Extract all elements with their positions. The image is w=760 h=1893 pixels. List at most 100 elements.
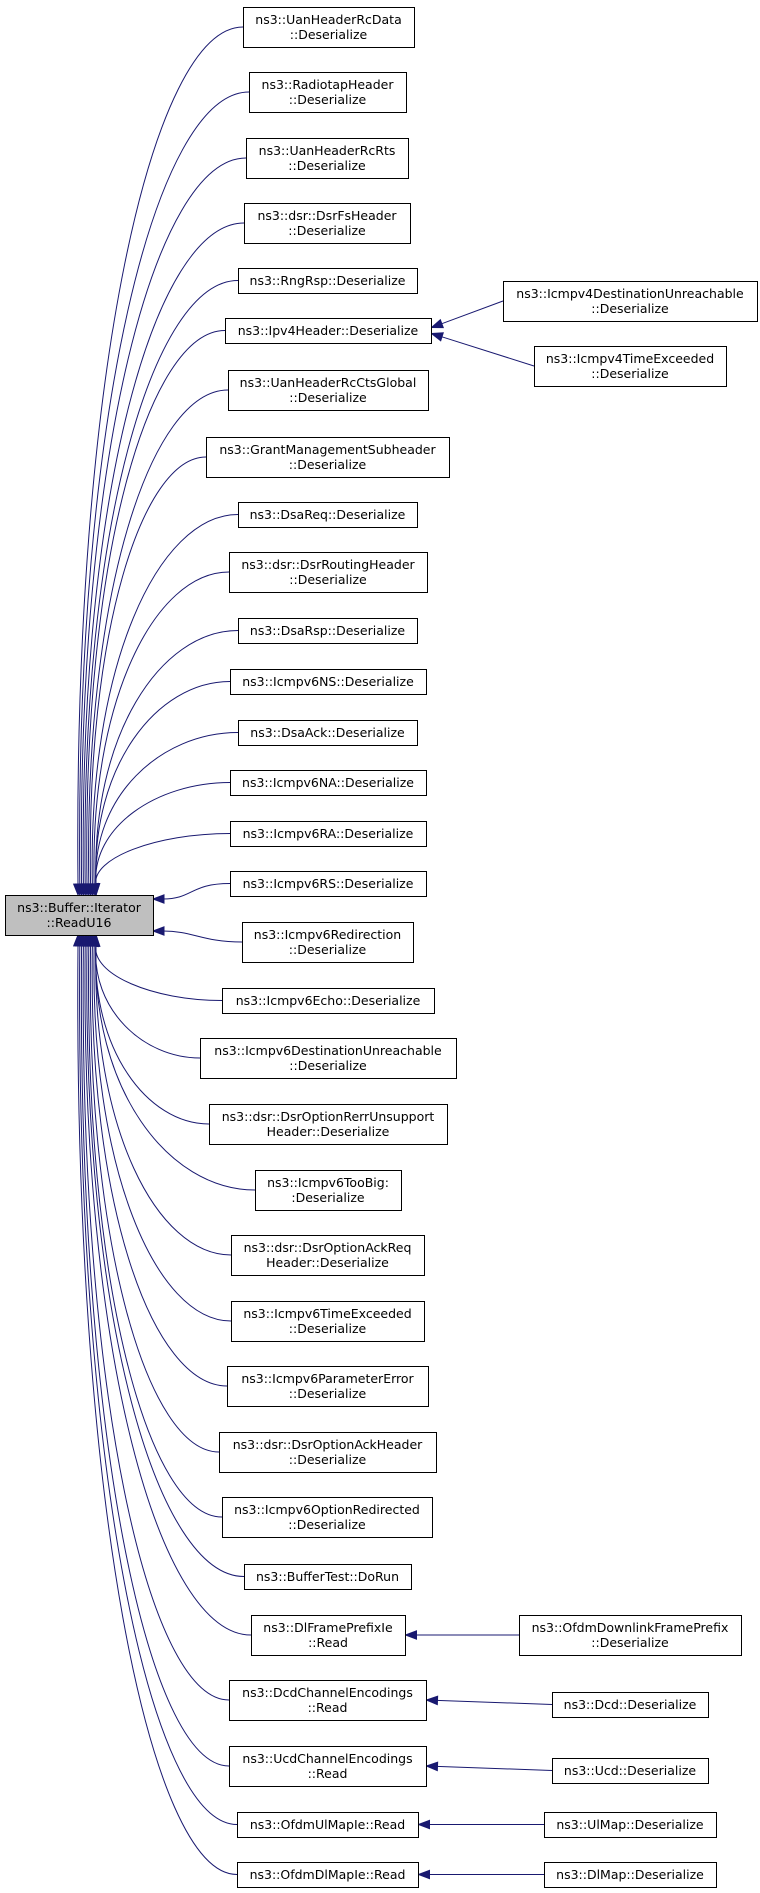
node-buffertest[interactable]: ns3::BufferTest::DoRun (244, 1564, 412, 1590)
node-grant-mgmt-box (206, 437, 450, 478)
node-dlmap-label-1: ns3::DlMap::Deserialize (556, 1867, 704, 1882)
node-icmpv6rs-label-1: ns3::Icmpv6RS::Deserialize (243, 876, 414, 891)
node-dlframeprefix-label-1: ns3::DlFramePrefixIe (263, 1620, 393, 1635)
node-icmpv6param[interactable]: ns3::Icmpv6ParameterError::Deserialize (227, 1366, 429, 1407)
node-icmpv6rs[interactable]: ns3::Icmpv6RS::Deserialize (230, 871, 427, 897)
node-dsr-ack[interactable]: ns3::dsr::DsrOptionAckHeader::Deserializ… (219, 1432, 437, 1473)
node-icmpv6echo[interactable]: ns3::Icmpv6Echo::Deserialize (222, 988, 435, 1014)
edge-dcd (436, 1699, 553, 1705)
node-uan-ctsglobal[interactable]: ns3::UanHeaderRcCtsGlobal::Deserialize (228, 370, 429, 411)
edge-dcdchannel (82, 944, 230, 1701)
node-dcd-label-1: ns3::Dcd::Deserialize (564, 1697, 697, 1712)
node-icmpv6echo-label-1: ns3::Icmpv6Echo::Deserialize (236, 993, 421, 1008)
node-icmpv6dest-label-1: ns3::Icmpv6DestinationUnreachable (214, 1043, 442, 1058)
node-uan-ctsglobal-label-2: ::Deserialize (289, 390, 367, 405)
edge-icmpv6time (93, 944, 232, 1322)
node-icmpv6time-box (231, 1301, 425, 1342)
node-rngrsp[interactable]: ns3::RngRsp::Deserialize (238, 268, 418, 294)
edge-dsr-rerr (95, 944, 210, 1125)
edge-icmpv6toobig (95, 944, 256, 1191)
node-dsareq[interactable]: ns3::DsaReq::Deserialize (238, 502, 418, 528)
node-ulmap-box (544, 1812, 717, 1838)
node-ofdmdlframe[interactable]: ns3::OfdmDownlinkFramePrefix::Deserializ… (519, 1615, 742, 1656)
node-dsr-fs-label-2: ::Deserialize (288, 223, 366, 238)
node-dsr-rerr[interactable]: ns3::dsr::DsrOptionRerrUnsupportHeader::… (209, 1104, 448, 1145)
node-icmpv6param-label-1: ns3::Icmpv6ParameterError (241, 1371, 414, 1386)
node-uan-rcrts-label-1: ns3::UanHeaderRcRts (259, 143, 396, 158)
node-icmpv6optredir[interactable]: ns3::Icmpv6OptionRedirected::Deserialize (222, 1497, 433, 1538)
node-dsr-routing[interactable]: ns3::dsr::DsrRoutingHeader::Deserialize (229, 552, 428, 593)
node-icmpv6na-box (230, 770, 427, 796)
node-buffertest-label-1: ns3::BufferTest::DoRun (256, 1569, 399, 1584)
node-icmpv6redir[interactable]: ns3::Icmpv6Redirection::Deserialize (242, 922, 414, 963)
edge-ipv4header (86, 330, 226, 886)
edge-uan-ctsglobal (88, 389, 229, 886)
node-icmpv6na[interactable]: ns3::Icmpv6NA::Deserialize (230, 770, 427, 796)
node-icmpv6dest[interactable]: ns3::Icmpv6DestinationUnreachable::Deser… (200, 1038, 457, 1079)
node-dsr-fs[interactable]: ns3::dsr::DsrFsHeader::Deserialize (244, 203, 411, 244)
edge-grant-mgmt (89, 456, 207, 886)
edge-uan-rcrts (80, 157, 247, 886)
node-icmpv6optredir-box (222, 1497, 433, 1538)
node-ucdchannel-label-1: ns3::UcdChannelEncodings (242, 1751, 412, 1766)
node-ucdchannel[interactable]: ns3::UcdChannelEncodings::Read (229, 1746, 427, 1787)
edge-dsr-ack (89, 944, 220, 1453)
node-ucd-box (552, 1758, 709, 1784)
node-dsarsp[interactable]: ns3::DsaRsp::Deserialize (238, 618, 418, 644)
node-icmpv4time[interactable]: ns3::Icmpv4TimeExceeded::Deserialize (534, 346, 727, 387)
node-icmpv6time[interactable]: ns3::Icmpv6TimeExceeded::Deserialize (231, 1301, 425, 1342)
edge-icmpv6optredir (88, 944, 223, 1518)
node-icmpv6ns-label-1: ns3::Icmpv6NS::Deserialize (242, 674, 414, 689)
node-ucdchannel-label-2: ::Read (308, 1766, 348, 1781)
node-dsaack[interactable]: ns3::DsaAck::Deserialize (238, 720, 418, 746)
node-dsr-routing-label-2: ::Deserialize (289, 572, 367, 587)
node-dsr-ackreq[interactable]: ns3::dsr::DsrOptionAckReqHeader::Deseria… (231, 1235, 425, 1276)
node-dlmap-box (544, 1862, 717, 1888)
node-dsareq-box (238, 502, 418, 528)
node-icmpv4dest-box (503, 281, 758, 322)
node-uan-rcrts[interactable]: ns3::UanHeaderRcRts::Deserialize (246, 138, 409, 179)
node-dsr-ack-label-2: ::Deserialize (289, 1452, 367, 1467)
node-ofdmulmap[interactable]: ns3::OfdmUlMapIe::Read (237, 1812, 419, 1838)
node-icmpv6toobig-label-1: ns3::Icmpv6TooBig: (267, 1175, 389, 1190)
edge-dsr-fs (82, 222, 245, 886)
node-icmpv6ra[interactable]: ns3::Icmpv6RA::Deserialize (230, 821, 427, 847)
node-root-readu16[interactable]: ns3::Buffer::Iterator::ReadU16 (5, 895, 154, 936)
nodes-layer: ns3::Buffer::Iterator::ReadU16 ns3::UanHe… (5, 7, 758, 1888)
node-dcd[interactable]: ns3::Dcd::Deserialize (552, 1692, 709, 1718)
node-ofdmdlmap[interactable]: ns3::OfdmDlMapIe::Read (237, 1862, 419, 1888)
node-grant-mgmt[interactable]: ns3::GrantManagementSubheader::Deseriali… (206, 437, 450, 478)
node-ofdmulmap-box (237, 1812, 419, 1838)
edge-dsareq (91, 514, 239, 886)
node-ipv4header[interactable]: ns3::Ipv4Header::Deserialize (225, 318, 432, 344)
node-dsarsp-label-1: ns3::DsaRsp::Deserialize (250, 623, 405, 638)
node-icmpv6ra-label-1: ns3::Icmpv6RA::Deserialize (243, 826, 414, 841)
node-grant-mgmt-label-2: ::Deserialize (289, 457, 367, 472)
node-dsaack-label-1: ns3::DsaAck::Deserialize (250, 725, 405, 740)
node-dsr-fs-label-1: ns3::dsr::DsrFsHeader (257, 208, 397, 223)
node-radiotap-box (249, 72, 407, 113)
node-icmpv6time-label-2: ::Deserialize (289, 1321, 367, 1336)
node-rngrsp-box (238, 268, 418, 294)
node-icmpv4dest[interactable]: ns3::Icmpv4DestinationUnreachable::Deser… (503, 281, 758, 322)
edge-icmpv6ra (95, 833, 231, 886)
node-uan-rcrts-box (246, 138, 409, 179)
node-icmpv6param-label-2: ::Deserialize (289, 1386, 367, 1401)
node-radiotap[interactable]: ns3::RadiotapHeader::Deserialize (249, 72, 407, 113)
node-ofdmulmap-label-1: ns3::OfdmUlMapIe::Read (250, 1817, 405, 1832)
node-uan-rcdata-label-2: ::Deserialize (290, 27, 368, 42)
edge-ucd (436, 1765, 553, 1771)
node-ucd[interactable]: ns3::Ucd::Deserialize (552, 1758, 709, 1784)
edge-ulmap-arrowhead (417, 1819, 430, 1830)
node-dlframeprefix[interactable]: ns3::DlFramePrefixIe::Read (251, 1615, 406, 1656)
node-ulmap[interactable]: ns3::UlMap::Deserialize (544, 1812, 717, 1838)
node-dlmap[interactable]: ns3::DlMap::Deserialize (544, 1862, 717, 1888)
node-uan-rcdata[interactable]: ns3::UanHeaderRcData::Deserialize (243, 7, 415, 48)
node-icmpv6ns[interactable]: ns3::Icmpv6NS::Deserialize (230, 669, 427, 695)
node-dcdchannel[interactable]: ns3::DcdChannelEncodings::Read (229, 1680, 427, 1721)
node-icmpv6na-label-1: ns3::Icmpv6NA::Deserialize (242, 775, 414, 790)
node-icmpv6echo-box (222, 988, 435, 1014)
node-icmpv4dest-label-1: ns3::Icmpv4DestinationUnreachable (516, 286, 744, 301)
node-icmpv6toobig[interactable]: ns3::Icmpv6TooBig::Deserialize (255, 1170, 402, 1211)
